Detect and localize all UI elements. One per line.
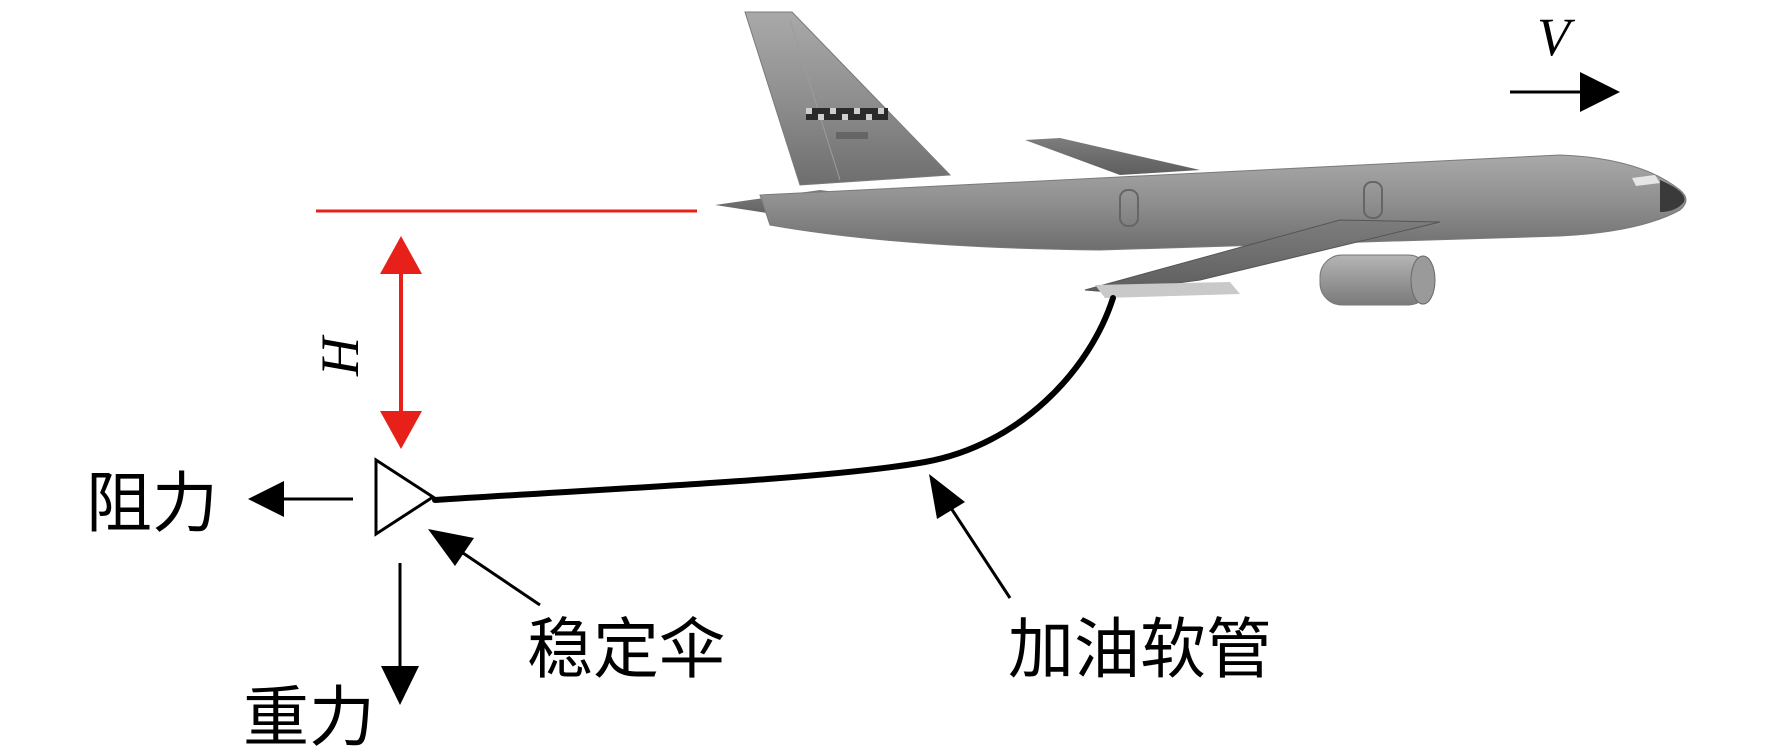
tail-serial-mark [836,132,868,139]
drag-arrow [248,481,353,517]
fuselage-door [1363,181,1383,219]
height-arrow [380,236,422,449]
refueling-hose [432,295,1116,503]
gravity-label: 重力 [243,679,375,750]
tanker-aircraft-icon [715,11,1687,306]
hose-label: 加油软管 [1008,611,1272,688]
tail-checker-band [806,108,888,120]
velocity-label: V [1537,7,1576,67]
drag-label: 阻力 [86,465,218,542]
drogue-triangle-icon [374,457,436,537]
velocity-arrow [1510,72,1620,112]
height-label: H [310,334,370,377]
fuselage-door [1119,189,1139,227]
drogue-pointer-arrow [428,529,541,607]
gravity-arrow [381,563,419,705]
drogue-label: 稳定伞 [527,611,725,688]
hose-pointer-arrow [929,474,1012,599]
